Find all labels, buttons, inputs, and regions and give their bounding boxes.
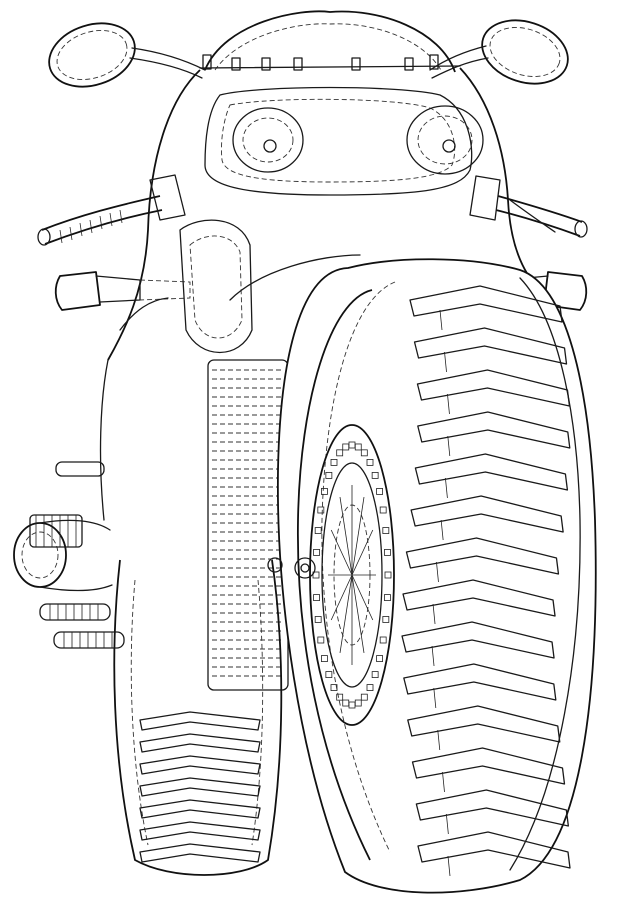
rear-tire: [276, 258, 597, 894]
radiator: [207, 359, 289, 691]
fuel-tank: [99, 219, 361, 521]
upper-fairing: [107, 67, 541, 361]
turn-signal-left: [54, 271, 191, 311]
front-tire: [113, 559, 283, 876]
windscreen: [199, 10, 461, 73]
front-brake-disc: [267, 424, 395, 726]
headlights: [232, 105, 484, 175]
right-mirror: [429, 19, 569, 85]
handlebar-left-grip: [37, 174, 186, 246]
exhaust-muffler: [13, 514, 113, 592]
handlebar-right-grip: [469, 175, 588, 238]
foot-pegs: [39, 461, 125, 649]
left-mirror: [48, 22, 206, 88]
